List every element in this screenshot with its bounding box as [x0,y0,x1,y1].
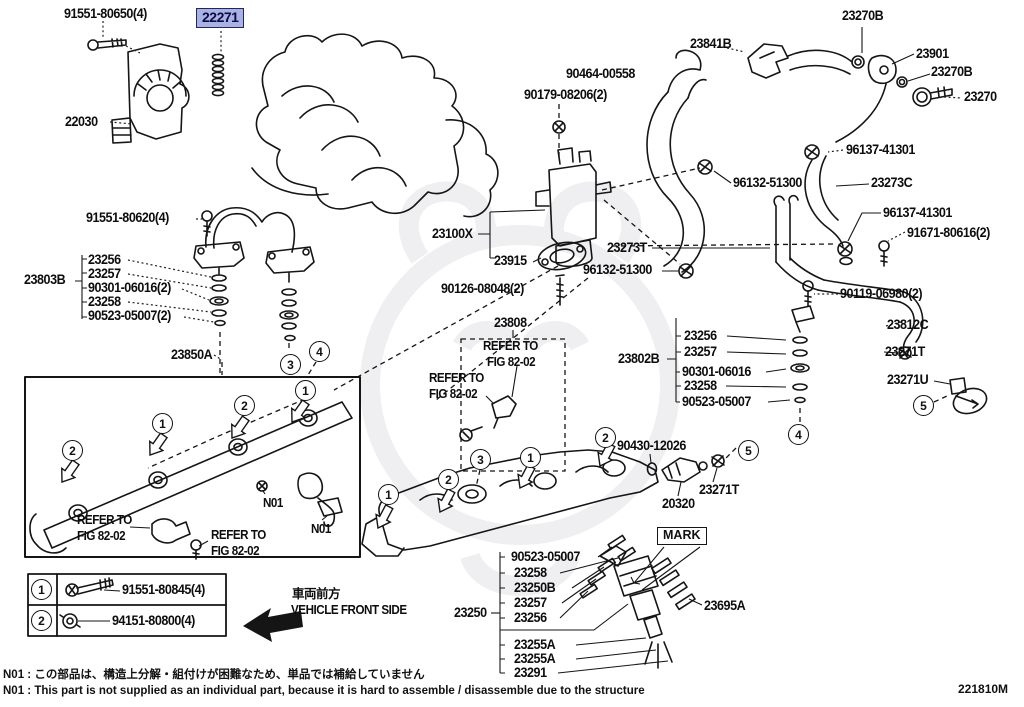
refer-note: REFER TO [483,339,538,353]
list-item[interactable]: 90523-05007 [682,394,751,409]
list-item[interactable]: 90301-06016(2) [88,280,171,295]
part-label-23802b[interactable]: 23802B [618,351,660,366]
n01-marker: N01 [311,522,331,536]
part-label-23695a[interactable]: 23695A [704,598,746,613]
refer-note: FIG 82-02 [429,387,478,401]
list-item[interactable]: 23257 [684,344,717,359]
list-item[interactable]: 90523-05007(2) [88,308,171,323]
part-label-96137-41301-2[interactable]: 96137-41301 [883,205,952,220]
list-item[interactable]: 23255A [514,651,556,666]
list-item[interactable]: 23256 [514,610,547,625]
part-label-20320[interactable]: 20320 [662,496,695,511]
part-label-23270[interactable]: 23270 [964,89,997,104]
callout-2: 2 [595,427,616,448]
legend-part-1[interactable]: 91551-80845(4) [122,582,205,597]
vehicle-front-arrow [243,608,303,642]
part-label-90126-08048[interactable]: 90126-08048(2) [441,281,524,296]
vehicle-front-jp: 車両前方 [292,587,341,601]
list-item[interactable]: 23256 [88,252,121,267]
callout-5: 5 [913,395,934,416]
mark-box: MARK [657,527,707,545]
list-item[interactable]: 23291 [514,665,547,680]
list-item[interactable]: 23255A [514,637,556,652]
list-item[interactable]: 23257 [88,266,121,281]
legend-part-2[interactable]: 94151-80800(4) [112,613,195,628]
list-item[interactable]: 23250B [514,580,556,595]
callout-1: 1 [152,413,173,434]
part-label-91551-80650[interactable]: 91551-80650(4) [64,6,147,21]
list-item[interactable]: 23258 [514,565,547,580]
part-label-23273c[interactable]: 23273C [871,175,913,190]
callout-5: 5 [738,440,759,461]
refer-note: FIG 82-02 [211,544,260,558]
list-item[interactable]: 23257 [514,595,547,610]
part-label-90119-06980[interactable]: 90119-06980(2) [840,286,923,301]
part-label-23271t[interactable]: 23271T [885,344,925,359]
callout-3: 3 [470,449,491,470]
part-label-23850a[interactable]: 23850A [171,347,213,362]
footnote-jp: N01 : この部品は、構造上分解・組付けが困難なため、単品では補給していません [3,669,425,681]
callout-1: 1 [378,484,399,505]
list-item[interactable]: 23256 [684,328,717,343]
refer-note: REFER TO [429,371,484,385]
part-label-91551-80620[interactable]: 91551-80620(4) [86,210,169,225]
part-label-90430-12026[interactable]: 90430-12026 [617,438,686,453]
vehicle-front-en: VEHICLE FRONT SIDE [291,603,407,617]
n01-marker: N01 [263,496,283,510]
part-label-23270b-2[interactable]: 23270B [931,64,973,79]
callout-2: 2 [62,440,83,461]
part-label-23271t-2[interactable]: 23271T [699,482,739,497]
refer-note: REFER TO [77,513,132,527]
highlighted-part-label-22271[interactable]: 22271 [196,8,245,28]
callout-2: 2 [438,469,459,490]
part-label-90464-00558[interactable]: 90464-00558 [566,66,635,81]
list-item[interactable]: 23258 [88,294,121,309]
callout-1: 1 [520,447,541,468]
callout-2: 2 [234,395,255,416]
part-label-23271u[interactable]: 23271U [887,372,929,387]
part-label-96132-51300[interactable]: 96132-51300 [733,175,802,190]
part-label-22030[interactable]: 22030 [65,114,98,129]
part-label-23915[interactable]: 23915 [494,253,527,268]
callout-4: 4 [309,341,330,362]
part-label-23841b[interactable]: 23841B [690,36,732,51]
part-label-23270b[interactable]: 23270B [842,8,884,23]
list-item[interactable]: 23258 [684,378,717,393]
part-label-96137-41301[interactable]: 96137-41301 [846,142,915,157]
part-label-23803b[interactable]: 23803B [24,272,66,287]
refer-note: FIG 82-02 [487,355,536,369]
legend-callout-1: 1 [31,579,52,600]
footnote-en: N01 : This part is not supplied as an in… [3,685,645,697]
part-label-90179-08206[interactable]: 90179-08206(2) [524,87,607,102]
list-item[interactable]: 90301-06016 [682,364,751,379]
part-label-23100x[interactable]: 23100X [432,226,473,241]
list-item[interactable]: 90523-05007 [511,549,580,564]
legend-callout-2: 2 [31,610,52,631]
part-label-23901[interactable]: 23901 [916,46,949,61]
callout-1: 1 [295,380,316,401]
part-label-23273t[interactable]: 23273T [607,240,647,255]
part-label-23812c[interactable]: 23812C [887,317,929,332]
refer-note: FIG 82-02 [77,529,126,543]
part-label-23250[interactable]: 23250 [454,605,487,620]
part-label-96132-51300-2[interactable]: 96132-51300 [583,262,652,277]
refer-note: REFER TO [211,528,266,542]
part-label-23808[interactable]: 23808 [494,315,527,330]
callout-3: 3 [280,354,301,375]
part-label-91671-80616[interactable]: 91671-80616(2) [907,225,990,240]
diagram-code: 221810M [958,682,1009,696]
callout-4: 4 [788,424,809,445]
